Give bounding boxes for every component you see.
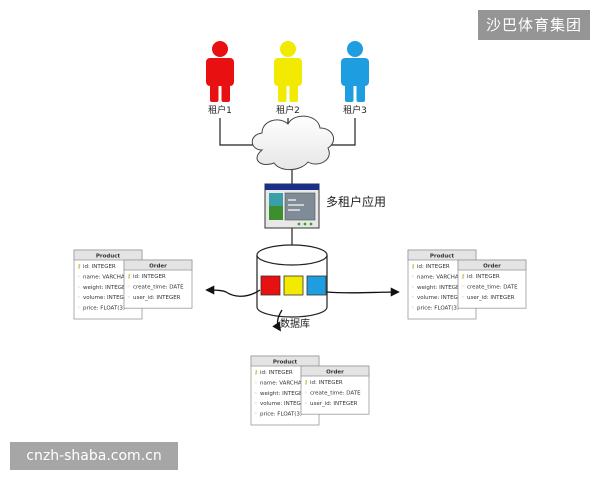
field-bullet-icon: ◦ [77,285,80,291]
schema-field: user_id: INTEGER [467,295,515,301]
database-arrows [205,285,400,332]
schema-field: volume: INTEGER [417,295,465,301]
schema-table-title: Order [149,264,167,270]
tenant-leg-right [221,82,230,102]
schema-field: name: VARCHAR [417,274,463,280]
tenant-label: 租户1 [208,104,232,116]
schema-field: volume: INTEGER [83,295,131,301]
schema-field: create_time: DATE [310,390,361,396]
schema-group-right: Product⚷id: INTEGER◦name: VARCHAR◦weight… [407,249,527,320]
field-bullet-icon: ◦ [127,284,130,290]
tenant-leg-right [356,82,365,102]
field-bullet-icon: ◦ [411,285,414,291]
schema-field: name: VARCHAR [83,274,129,280]
tenant-leg-right [289,82,298,102]
schema-field: create_time: DATE [467,284,518,290]
schema-field: weight: INTEGER [417,285,463,291]
tenant-1: 租户1 [206,41,234,116]
field-bullet-icon: ◦ [254,412,257,418]
key-icon: ⚷ [304,380,308,386]
schema-field: id: INTEGER [417,264,450,270]
field-bullet-icon: ◦ [411,306,414,312]
schema-field: volume: INTEGER [260,401,308,407]
field-bullet-icon: ◦ [254,401,257,407]
field-bullet-icon: ◦ [304,401,307,407]
key-icon: ⚷ [127,274,131,280]
tenant-head [280,41,296,57]
tenant-leg-left [278,82,287,102]
app-label: 多租户应用 [326,194,386,209]
field-bullet-icon: ◦ [461,284,464,290]
tenant-torso [274,58,302,86]
schema-table-order: Order⚷id: INTEGER◦create_time: DATE◦user… [123,259,193,309]
field-bullet-icon: ◦ [127,295,130,301]
schema-group-left: Product⚷id: INTEGER◦name: VARCHAR◦weight… [73,249,193,320]
field-bullet-icon: ◦ [304,390,307,396]
person-icon [274,41,302,102]
schema-field: id: INTEGER [260,370,293,376]
schema-table-order: Order⚷id: INTEGER◦create_time: DATE◦user… [457,259,527,309]
schema-field: create_time: DATE [133,284,184,290]
tenant-torso [341,58,369,86]
field-bullet-icon: ◦ [77,295,80,301]
schema-field: price: FLOAT(3) [417,306,459,312]
db-segment-yellow [283,275,304,296]
schema-field: user_id: INTEGER [310,401,358,407]
schema-table-title: Product [430,254,455,260]
schema-table-title: Product [96,254,121,260]
schema-table-title: Product [273,360,298,366]
schema-field: user_id: INTEGER [133,295,181,301]
tenant-head [347,41,363,57]
person-icon [341,41,369,102]
key-icon: ⚷ [461,274,465,280]
schema-field: price: FLOAT(3) [83,306,125,312]
tenant-torso [206,58,234,86]
schema-field: weight: INTEGER [83,285,129,291]
schema-field: id: INTEGER [83,264,116,270]
app-window-icon [264,183,320,229]
field-bullet-icon: ◦ [77,306,80,312]
schema-field: id: INTEGER [133,274,166,280]
schema-field: id: INTEGER [467,274,500,280]
cloud-icon [251,115,335,171]
watermark-top: 沙巴体育集团 [478,10,590,40]
tenant-label: 租户2 [276,104,300,116]
db-segment-red [260,275,281,296]
key-icon: ⚷ [411,264,415,270]
field-bullet-icon: ◦ [411,274,414,280]
person-icon [206,41,234,102]
tenant-head [212,41,228,57]
schema-table-title: Order [326,370,344,376]
schema-field: price: FLOAT(3) [260,412,302,418]
schema-group-bottom: Product⚷id: INTEGER◦name: VARCHAR◦weight… [250,355,370,426]
field-bullet-icon: ◦ [254,380,257,386]
schema-field: weight: INTEGER [260,391,306,397]
tenant-label: 租户3 [343,104,367,116]
field-bullet-icon: ◦ [461,295,464,301]
schema-field: id: INTEGER [310,380,343,386]
field-bullet-icon: ◦ [254,391,257,397]
key-icon: ⚷ [77,264,81,270]
tenant-2: 租户2 [274,41,302,116]
field-bullet-icon: ◦ [411,295,414,301]
field-bullet-icon: ◦ [77,274,80,280]
tenant-3: 租户3 [341,41,369,116]
schema-field: name: VARCHAR [260,380,306,386]
db-segment-blue [306,275,327,296]
schema-table-order: Order⚷id: INTEGER◦create_time: DATE◦user… [300,365,370,415]
key-icon: ⚷ [254,370,258,376]
tenant-leg-left [345,82,354,102]
database-icon [256,244,328,318]
schema-table-title: Order [483,264,501,270]
tenant-leg-left [210,82,219,102]
watermark-bottom: cnzh-shaba.com.cn [10,442,178,470]
database-label: 数据库 [280,317,310,330]
